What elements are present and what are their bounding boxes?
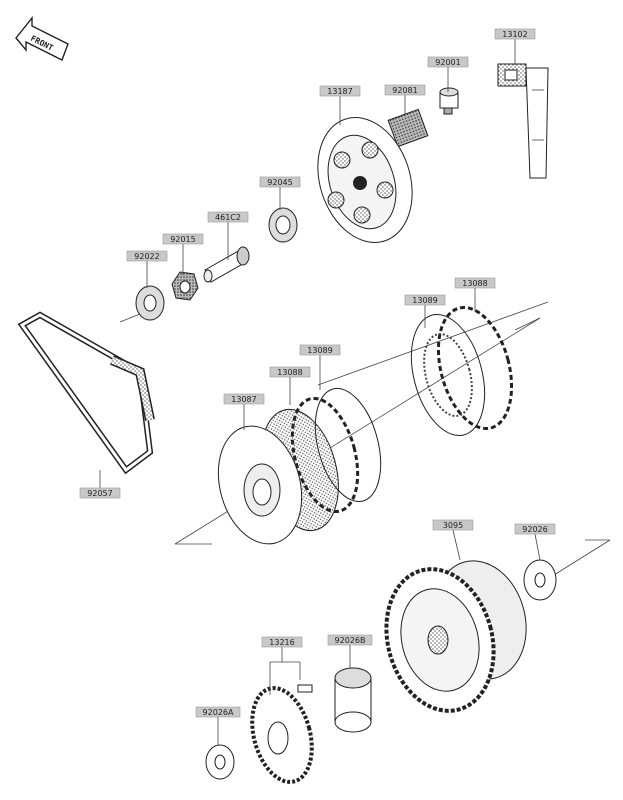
spring-part — [387, 108, 429, 148]
svg-text:92045: 92045 — [267, 178, 292, 187]
clutch-plates-rear-part — [410, 305, 514, 437]
svg-text:13089: 13089 — [412, 296, 437, 305]
svg-text:92022: 92022 — [134, 252, 159, 261]
label-92015: 92015 — [162, 233, 204, 245]
label-13088-rear: 13088 — [454, 277, 496, 289]
clutch-hub-part — [217, 408, 339, 545]
label-92081: 92081 — [384, 84, 426, 96]
svg-text:92057: 92057 — [87, 489, 112, 498]
label-13088-front: 13088 — [269, 366, 311, 378]
label-92026: 92026 — [514, 523, 556, 535]
washer-part-92026 — [523, 559, 557, 601]
label-13089-front: 13089 — [299, 344, 341, 356]
push-rod-part — [497, 63, 549, 179]
assembly-axis-lines — [119, 301, 611, 591]
nut-part — [171, 271, 199, 301]
gear-part — [250, 684, 314, 784]
svg-text:13088: 13088 — [462, 279, 487, 288]
svg-text:13187: 13187 — [327, 87, 352, 96]
leader-lines — [99, 38, 541, 745]
svg-text:13102: 13102 — [502, 30, 527, 39]
collar-part — [334, 667, 372, 733]
front-arrow-icon: FRONT — [15, 16, 69, 61]
label-92026b: 92026B — [327, 634, 373, 646]
svg-text:13087: 13087 — [231, 395, 256, 404]
svg-text:92001: 92001 — [435, 58, 460, 67]
label-461c2: 461C2 — [207, 211, 249, 223]
svg-text:92015: 92015 — [170, 235, 195, 244]
chain-part — [17, 311, 155, 475]
label-92045: 92045 — [259, 176, 301, 188]
label-92022: 92022 — [126, 250, 168, 262]
pin-part — [203, 246, 250, 283]
label-3095: 3095 — [432, 519, 474, 531]
label-92001: 92001 — [427, 56, 469, 68]
label-13102: 13102 — [494, 28, 536, 40]
svg-text:13216: 13216 — [269, 638, 294, 647]
svg-text:3095: 3095 — [443, 521, 463, 530]
label-13216: 13216 — [261, 636, 303, 648]
svg-text:92026: 92026 — [522, 525, 547, 534]
svg-text:461C2: 461C2 — [215, 213, 241, 222]
washer-part-92026a — [205, 744, 235, 780]
label-92057: 92057 — [79, 487, 121, 499]
label-13087: 13087 — [223, 393, 265, 405]
washer-part-92022 — [135, 285, 165, 321]
label-92026a: 92026A — [195, 706, 241, 718]
label-13089-rear: 13089 — [404, 294, 446, 306]
label-13187: 13187 — [319, 85, 361, 97]
svg-text:92026B: 92026B — [335, 636, 366, 645]
svg-text:13089: 13089 — [307, 346, 332, 355]
svg-text:92026A: 92026A — [203, 708, 234, 717]
clutch-housing-part — [384, 560, 527, 713]
pressure-plate-part — [317, 117, 413, 243]
svg-text:92081: 92081 — [392, 86, 417, 95]
clutch-plates-front-part — [290, 387, 382, 514]
bearing-part — [268, 207, 298, 243]
bolt-part — [439, 87, 459, 115]
svg-text:13088: 13088 — [277, 368, 302, 377]
